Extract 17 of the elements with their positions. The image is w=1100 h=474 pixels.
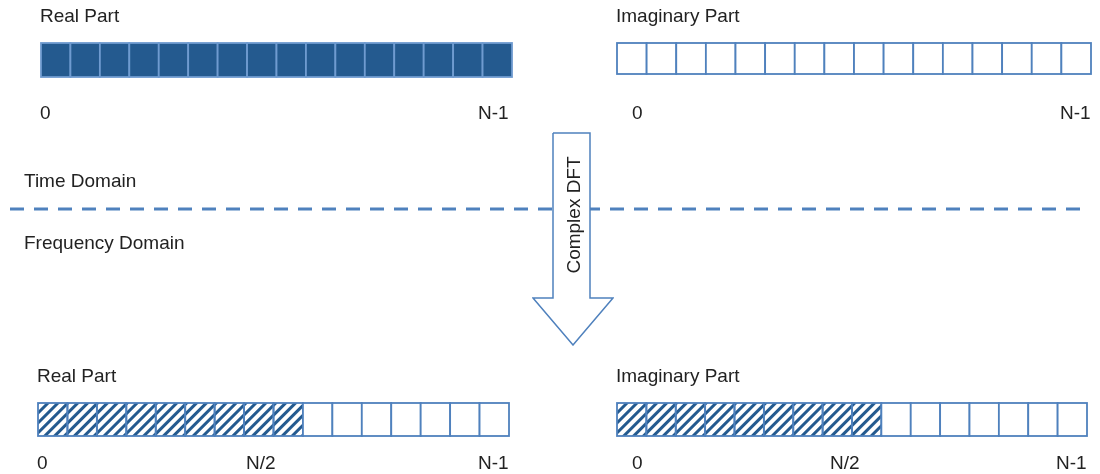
index-label: N-1 (1060, 103, 1091, 122)
block-arrow-label: Complex DFT (563, 156, 583, 274)
index-label: 0 (632, 453, 643, 472)
index-label: N/2 (830, 453, 860, 472)
array-heading: Imaginary Part (616, 6, 740, 25)
index-label: N-1 (478, 103, 509, 122)
index-label: N/2 (246, 453, 276, 472)
index-label: 0 (37, 453, 48, 472)
index-label: N-1 (478, 453, 509, 472)
array-heading: Real Part (37, 366, 117, 385)
array-heading: Real Part (40, 6, 120, 25)
index-label: 0 (40, 103, 51, 122)
domain-label: Frequency Domain (24, 233, 185, 252)
array-heading: Imaginary Part (616, 366, 740, 385)
domain-label: Time Domain (24, 171, 137, 190)
index-label: 0 (632, 103, 643, 122)
index-label: N-1 (1056, 453, 1087, 472)
